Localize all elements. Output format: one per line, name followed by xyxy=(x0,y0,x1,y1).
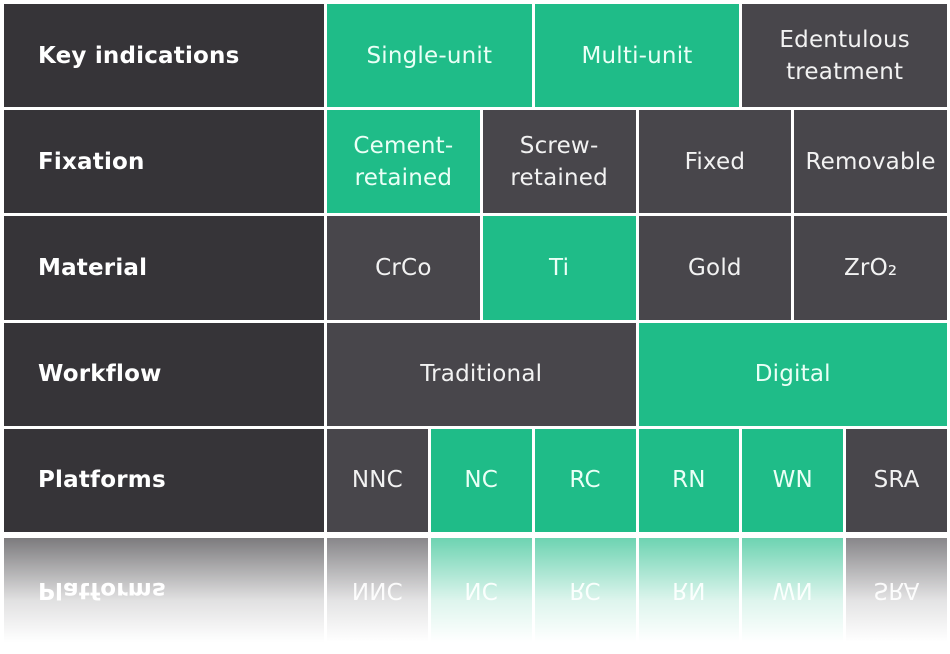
cell-removable: Removable xyxy=(794,110,947,214)
cell-rn: RN xyxy=(638,428,740,532)
row-label-key-indications: Key indications xyxy=(4,4,324,108)
cell-multi-unit: Multi-unit xyxy=(534,4,740,108)
cell-digital: Digital xyxy=(638,322,947,426)
cell-nnc: NNC xyxy=(327,428,428,532)
row-label-fixation: Fixation xyxy=(4,110,324,214)
cell-screw-retained: Screw-retained xyxy=(482,110,636,214)
cell-zro2: ZrO₂ xyxy=(794,216,947,320)
cell-ti: Ti xyxy=(482,216,636,320)
cell-crco: CrCo xyxy=(327,216,480,320)
row-label-workflow: Workflow xyxy=(4,322,324,426)
cell-cement-retained: Cement-retained xyxy=(327,110,480,214)
cell-sra: SRA xyxy=(846,428,947,532)
cell-edentulous-treatment: Edentulous treatment xyxy=(742,4,947,108)
row-label-material: Material xyxy=(4,216,324,320)
cell-traditional: Traditional xyxy=(327,322,636,426)
cell-rc: RC xyxy=(534,428,636,532)
cell-gold: Gold xyxy=(638,216,792,320)
indication-matrix: Key indications Single-unit Multi-unit E… xyxy=(4,4,947,532)
cell-nc: NC xyxy=(430,428,532,532)
platforms-reflection: Platforms NNC NC RC RN WN SRA xyxy=(4,538,947,642)
cell-wn: WN xyxy=(742,428,844,532)
row-label-platforms: Platforms xyxy=(4,428,324,532)
cell-fixed: Fixed xyxy=(638,110,792,214)
reflection-fade xyxy=(4,538,947,642)
cell-single-unit: Single-unit xyxy=(327,4,532,108)
